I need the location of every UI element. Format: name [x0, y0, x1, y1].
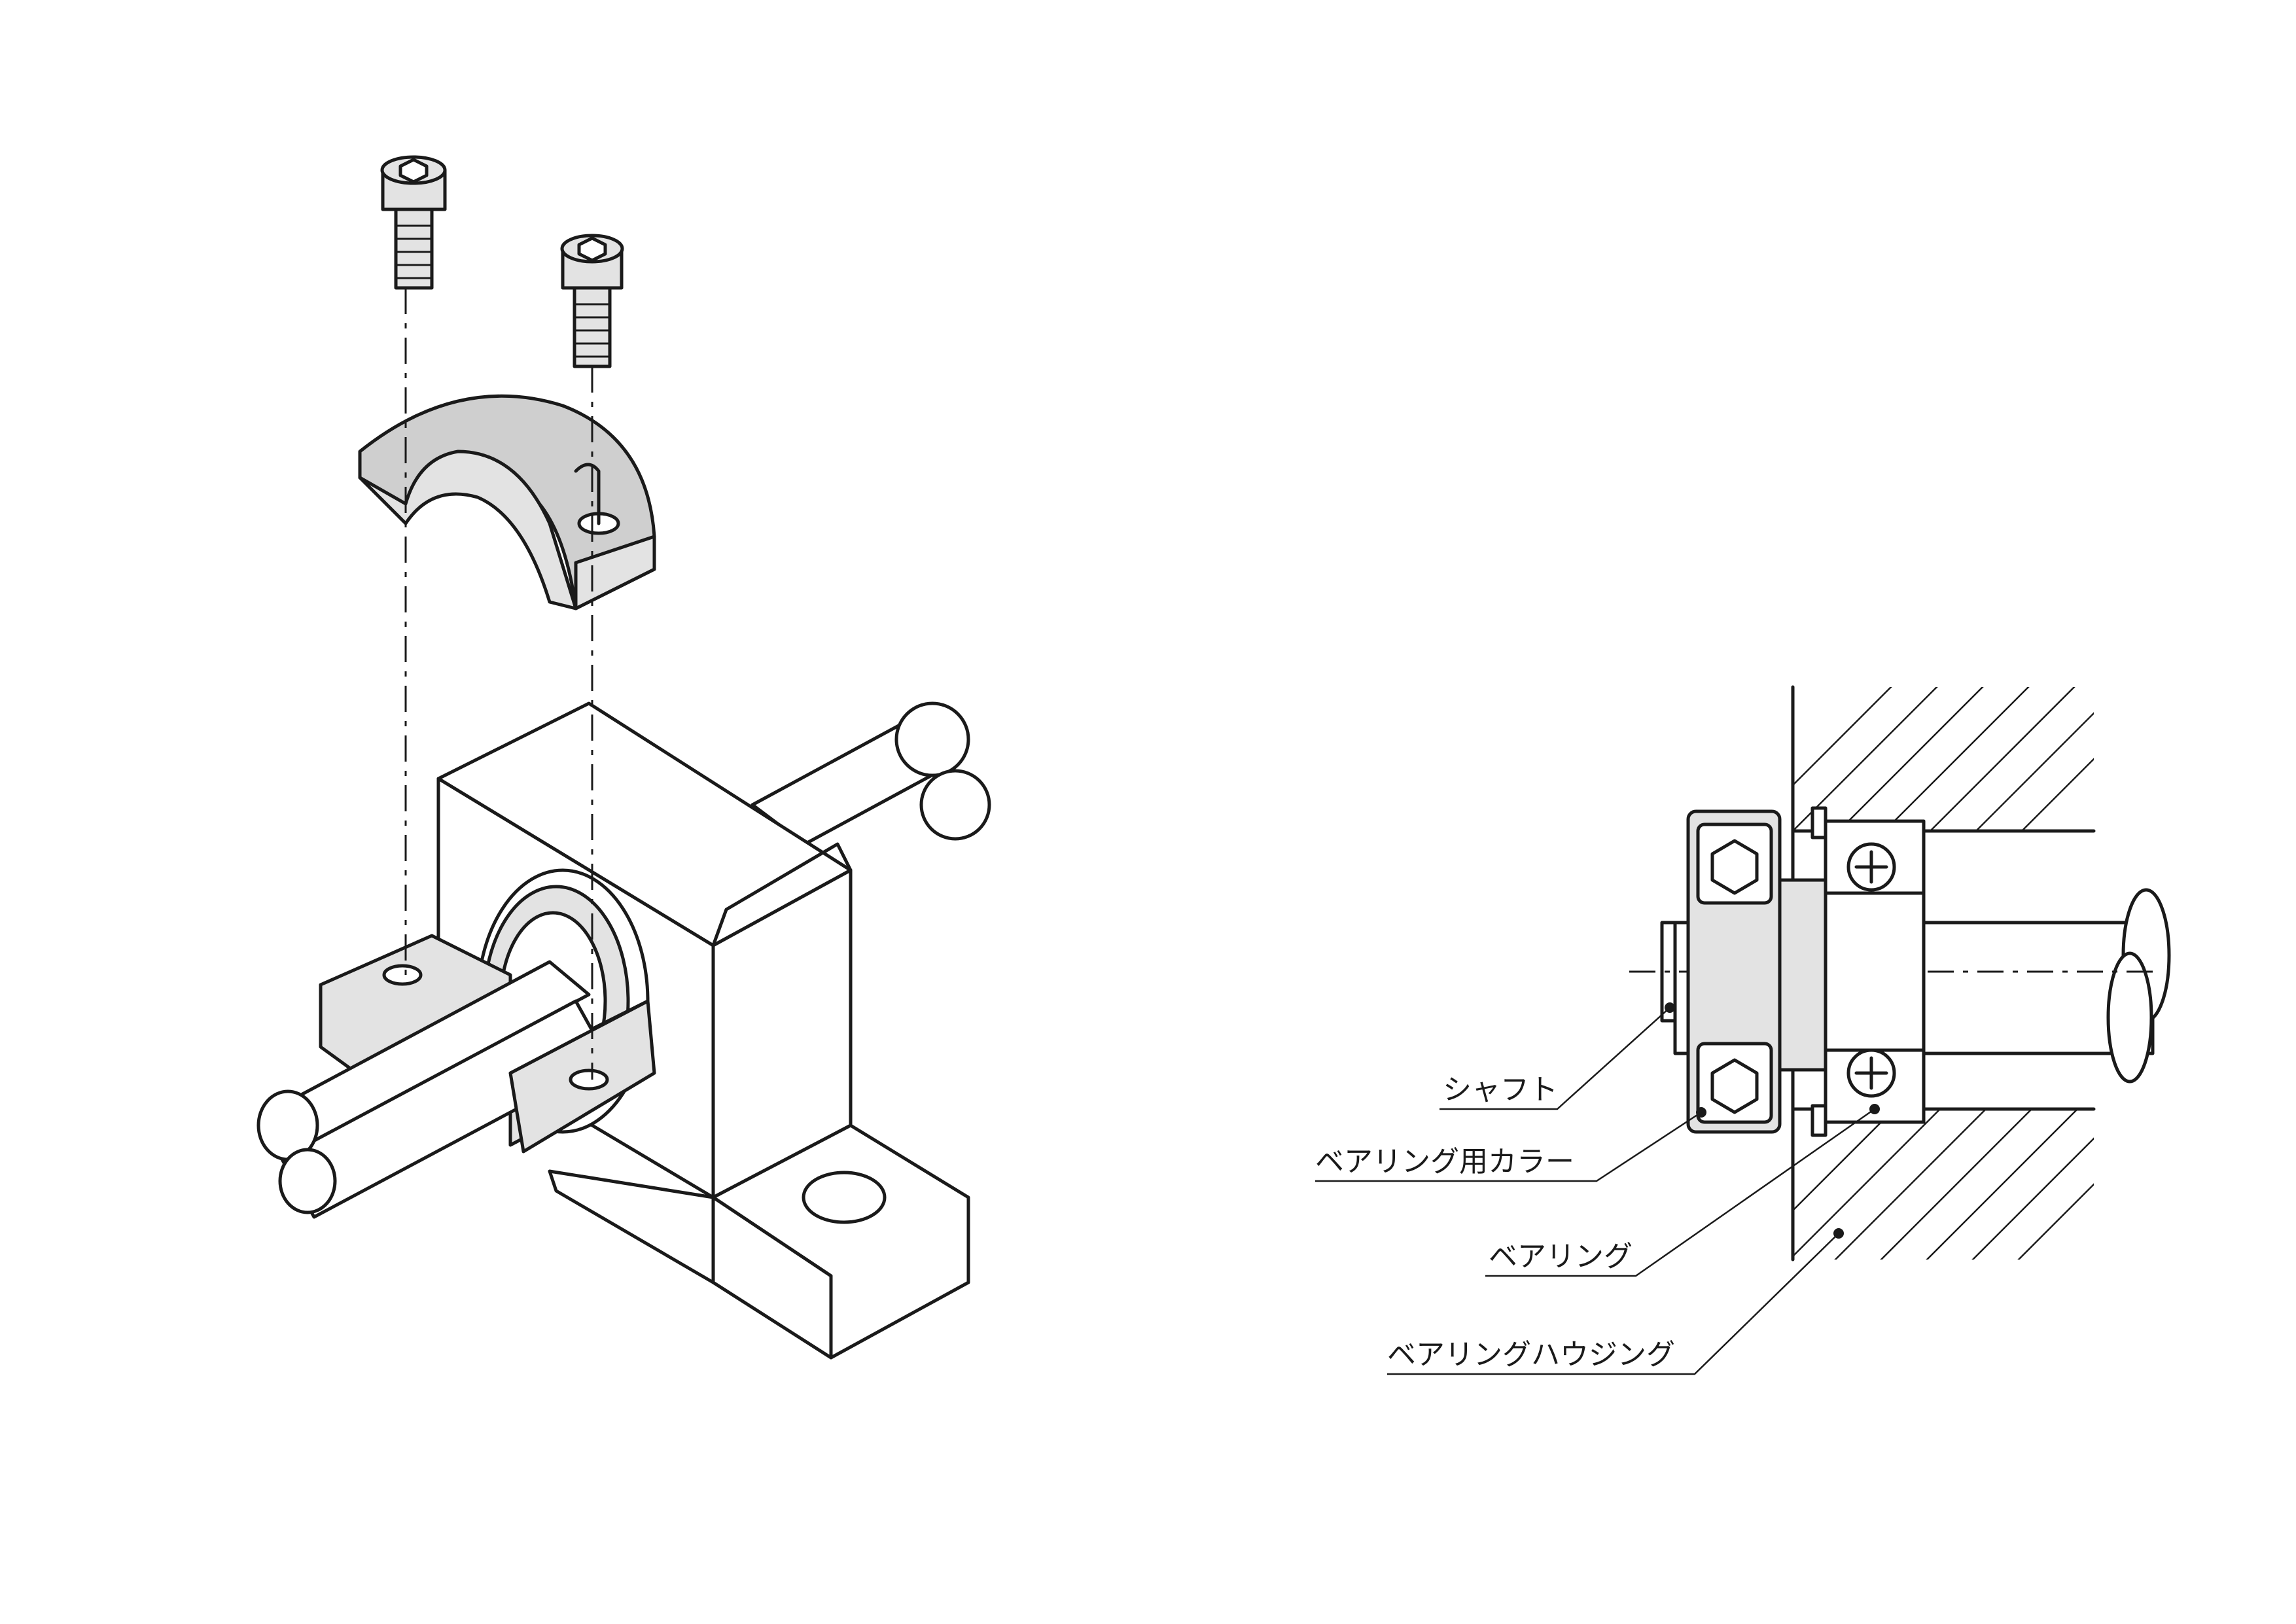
- section-view: シャフト ベアリング用カラー ベアリング ベアリングハウジング: [1315, 685, 2171, 1375]
- label-bearing-collar: ベアリング用カラー: [1315, 1145, 1574, 1178]
- collar-upper-half: [358, 394, 656, 610]
- isometric-exploded-view: [256, 155, 991, 1360]
- leader-lines: [1315, 1002, 1880, 1375]
- screw-hole-front: [382, 964, 423, 986]
- hex-socket-screw-icon: [560, 234, 624, 368]
- plus-icon: [1854, 1056, 1888, 1090]
- hex-socket-screw-icon: [380, 155, 447, 290]
- mounting-hole: [802, 1171, 887, 1224]
- plus-icon: [1854, 850, 1888, 884]
- bearing-collar-section: [1686, 809, 1828, 1134]
- label-bearing: ベアリング: [1489, 1240, 1633, 1273]
- bearing-section: [1810, 806, 1926, 1137]
- hex-socket-screw-icon: [1710, 839, 1759, 895]
- label-shaft: シャフト: [1443, 1073, 1558, 1106]
- shaft-front: [256, 960, 656, 1219]
- hex-socket-screw-icon: [1710, 1058, 1759, 1114]
- label-bearing-housing: ベアリングハウジング: [1387, 1338, 1675, 1371]
- shaft-rear: [751, 701, 991, 846]
